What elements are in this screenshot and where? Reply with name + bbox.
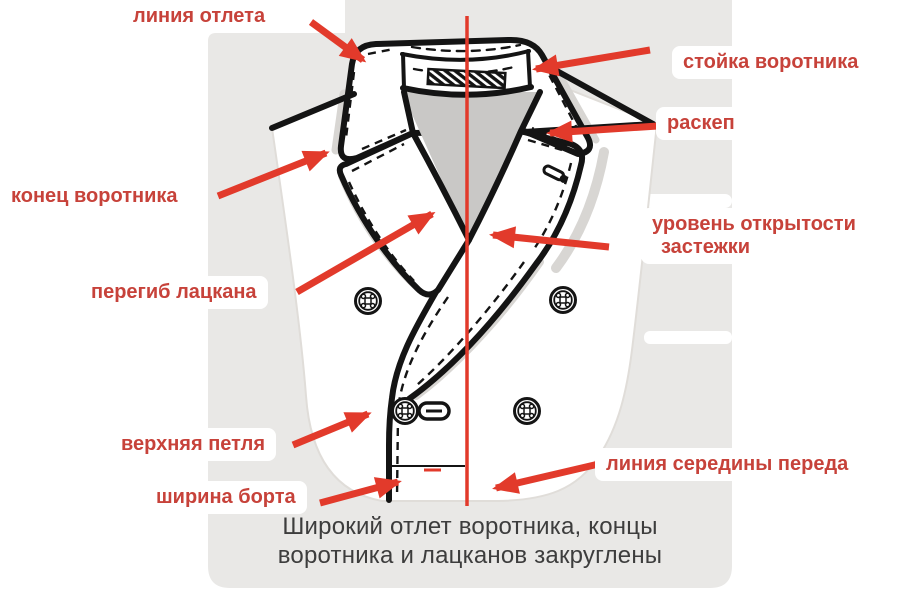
inner-back-v bbox=[402, 92, 540, 241]
lapel-buttonhole-icon bbox=[542, 164, 568, 183]
label-uroven-line2: застежки bbox=[661, 236, 751, 258]
left-lapel bbox=[336, 130, 472, 298]
arrow-liniya-otleta bbox=[308, 19, 367, 63]
upper-buttonhole-icon bbox=[417, 401, 451, 421]
button-icon bbox=[549, 286, 577, 314]
caption-line-1: Широкий отлет воротника, концы bbox=[282, 513, 658, 540]
label-shirina-borta: ширина борта bbox=[145, 481, 307, 514]
arrow-uroven-otkrytosti bbox=[489, 226, 610, 251]
arrow-stoyka-vorotnika bbox=[532, 46, 651, 77]
arrow-konets-vorotnika bbox=[216, 149, 330, 200]
button-icon bbox=[513, 397, 541, 425]
arrow-verhnyaya-petlya bbox=[291, 410, 372, 449]
label-liniya-serediny-pereda: линия середины переда bbox=[595, 448, 860, 481]
label-liniya-otleta: линия отлета bbox=[122, 0, 277, 33]
label-konets-vorotnika: конец воротника bbox=[0, 180, 189, 213]
arrow-liniya-serediny bbox=[492, 459, 604, 494]
label-verhnyaya-petlya: верхняя петля bbox=[110, 428, 277, 461]
caption-line-2: воротника и лацканов закруглены bbox=[277, 542, 663, 569]
right-fold-line bbox=[466, 89, 543, 243]
front-edge bbox=[386, 289, 439, 503]
label-peregib-lackana: перегиб лацкана bbox=[80, 276, 268, 309]
arrow-shirina-borta bbox=[319, 477, 402, 507]
arrow-raskep bbox=[546, 120, 659, 143]
button-icon bbox=[354, 287, 382, 315]
button-icon bbox=[391, 397, 419, 425]
coat-buttons bbox=[354, 164, 577, 425]
arrow-peregib-lackana bbox=[295, 210, 436, 296]
figure-caption: Широкий отлет воротника, концы воротника… bbox=[170, 512, 770, 570]
label-stoyka-vorotnika: стойка воротника bbox=[672, 46, 870, 79]
label-raskep: раскеп bbox=[656, 107, 746, 140]
stitch-lines bbox=[344, 47, 582, 499]
left-fold-upper bbox=[401, 89, 416, 136]
label-uroven-otkrytosti: уровень открытости застежки bbox=[641, 208, 867, 264]
annotation-arrows bbox=[216, 19, 659, 507]
label-uroven-line1: уровень открытости bbox=[652, 213, 856, 235]
